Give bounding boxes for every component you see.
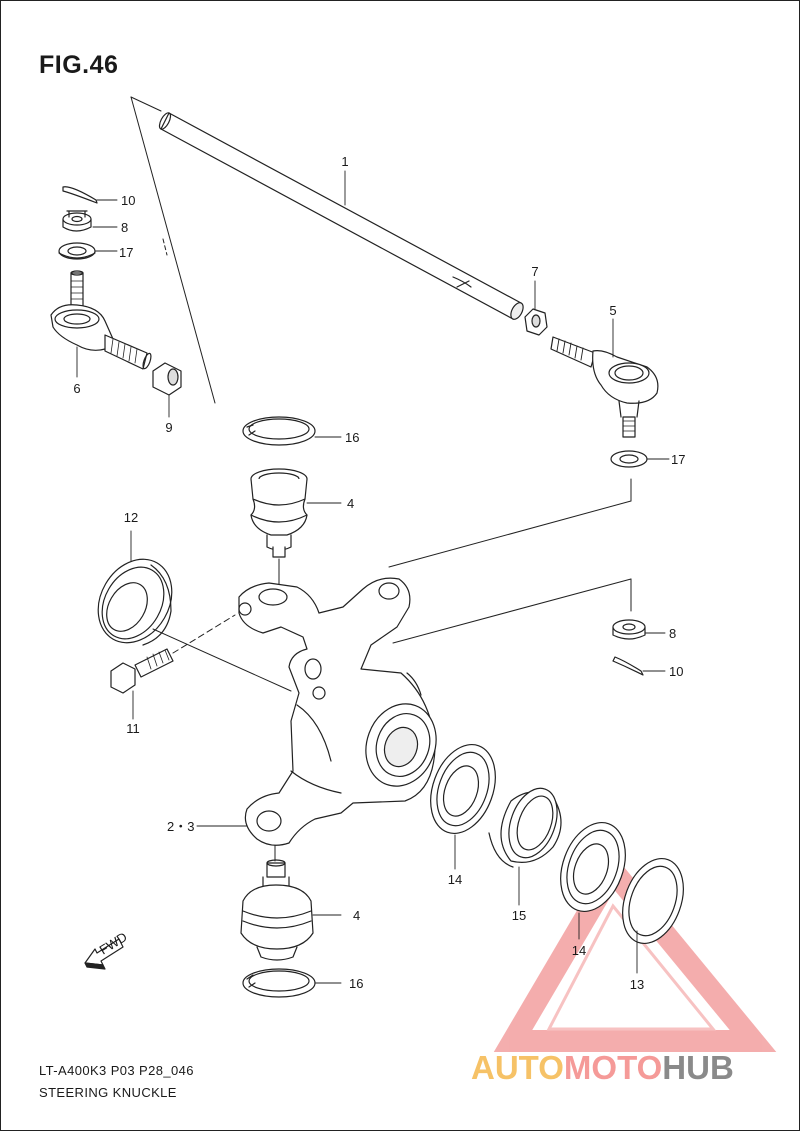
callout-1: 1: [341, 154, 348, 169]
tie-rod-end-left: [50, 270, 152, 370]
model-code: LT-A400K3 P03 P28_046: [39, 1063, 194, 1078]
callout-8-top: 8: [121, 220, 128, 235]
castle-nut-right: [612, 619, 646, 640]
callout-10-top: 10: [121, 193, 135, 208]
callout-4-bottom: 4: [353, 908, 360, 923]
watermark-triangle: [493, 851, 777, 1052]
assembly-leaders: [152, 478, 632, 862]
washer-top: [58, 242, 96, 260]
steering-knuckle: [238, 577, 437, 846]
nut-left: [152, 362, 182, 396]
forward-arrow-icon: [84, 938, 124, 970]
snap-ring-bottom: [242, 968, 316, 998]
callout-14-a: 14: [448, 872, 462, 887]
callout-16-bottom: 16: [349, 976, 363, 991]
watermark-hub: HUB: [662, 1049, 734, 1086]
tie-rod-end-right: [550, 336, 659, 438]
spacer-ring: [622, 857, 684, 945]
callout-13: 13: [630, 977, 644, 992]
callout-16-top: 16: [345, 430, 359, 445]
callout-14-b: 14: [572, 943, 586, 958]
tie-rod: [158, 112, 524, 320]
wheel-bearing: [488, 787, 562, 868]
castle-nut-top: [62, 210, 92, 232]
callout-2-3: 2・3: [167, 819, 194, 834]
snap-ring-top: [242, 416, 316, 446]
callout-12: 12: [124, 510, 138, 525]
callout-8-right: 8: [669, 626, 676, 641]
callout-9: 9: [165, 420, 172, 435]
callout-17-right: 17: [671, 452, 685, 467]
callout-4-top: 4: [347, 496, 354, 511]
callout-15: 15: [512, 908, 526, 923]
figure-title: FIG.46: [39, 51, 119, 79]
cotter-pin-top: [62, 186, 98, 204]
bolt: [110, 648, 174, 694]
dust-seal-b: [560, 821, 626, 913]
oil-seal: [97, 558, 173, 646]
callout-leaders: [76, 170, 670, 984]
lock-nut: [524, 308, 548, 336]
watermark-auto: AUTO: [471, 1049, 564, 1086]
callout-6: 6: [73, 381, 80, 396]
callout-7: 7: [531, 264, 538, 279]
callout-5: 5: [609, 303, 616, 318]
ball-joint-bottom: [240, 859, 314, 961]
assembly-bracket: [130, 96, 216, 404]
callout-10-right: 10: [669, 664, 683, 679]
callout-17-top: 17: [119, 245, 133, 260]
diagram-caption: STEERING KNUCKLE: [39, 1085, 177, 1100]
callout-labels: 1 10 8 17 7 5 6 9 16 17 4 12 8 10 11 2・3…: [73, 154, 685, 992]
watermark-moto: MOTO: [563, 1049, 663, 1086]
watermark-logo: AUTOMOTOHUB: [471, 1049, 734, 1087]
cotter-pin-right: [612, 656, 644, 676]
callout-11: 11: [126, 721, 140, 736]
washer-right: [610, 450, 648, 468]
ball-joint-top: [250, 468, 308, 558]
dust-seal-a: [430, 743, 496, 835]
